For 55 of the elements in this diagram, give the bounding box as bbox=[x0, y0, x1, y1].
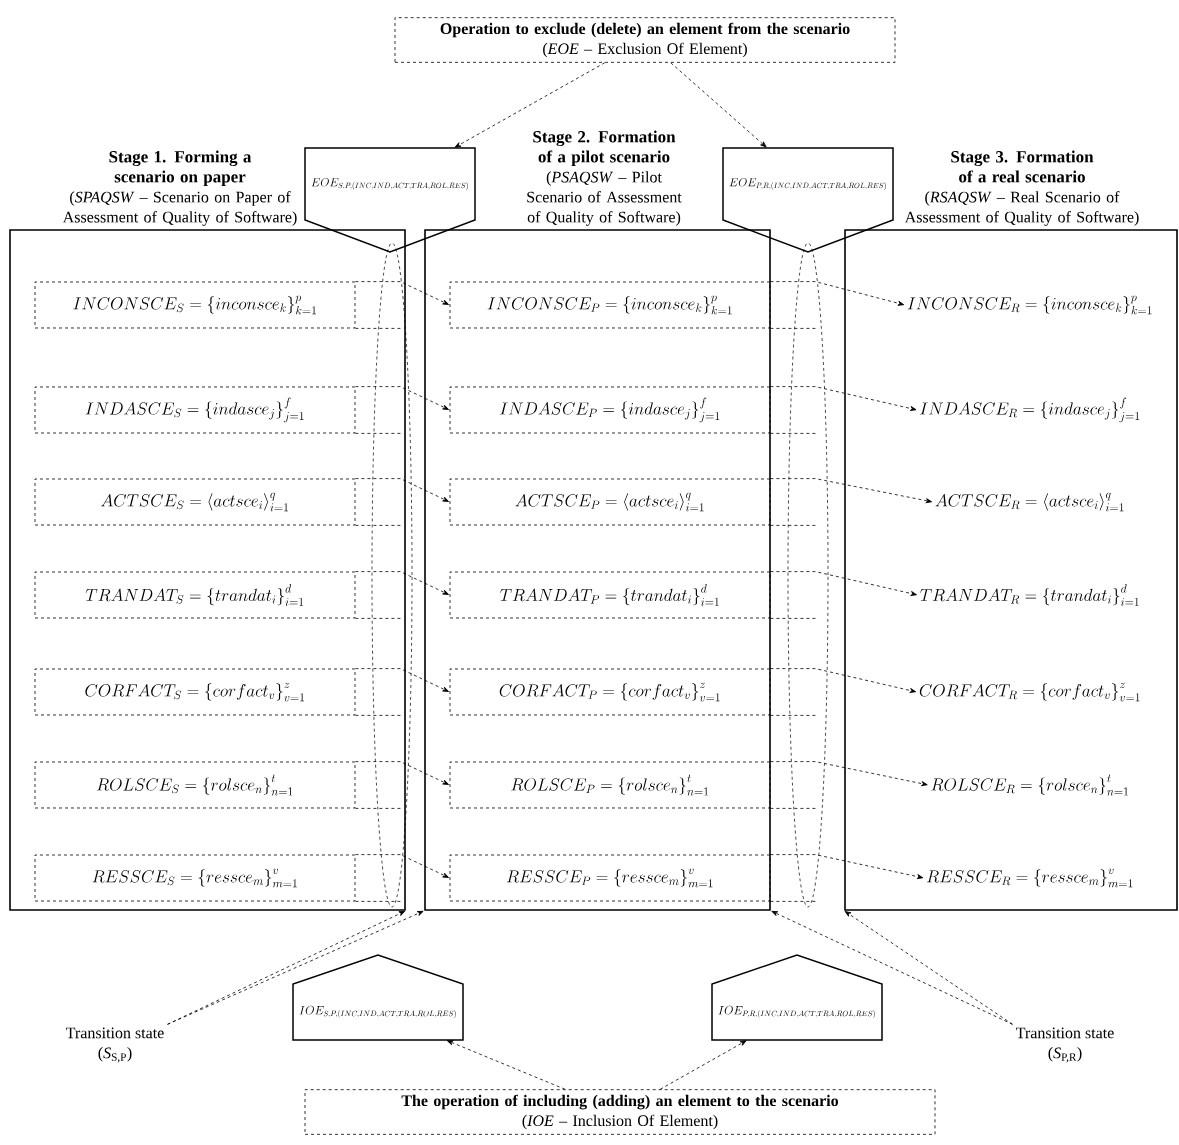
element-box: $CORFACT_P = \left\{ corfact_v \right\}_{v=1}^{z}$ bbox=[449, 668, 816, 716]
element-box: $TRANDAT_S = \left\{ trandat_i \right\}_{i=1}^{d}$ bbox=[34, 571, 401, 619]
arrow bbox=[355, 478, 449, 502]
node-label: (RSAQSW – Real Scenario of Assessment of Quality of Software) bbox=[904, 191, 1139, 226]
element-box: $ROLSCE_S = \left\{ rolsce_n \right\}_{n=1}^{t}$ bbox=[34, 761, 401, 809]
arrow bbox=[355, 281, 449, 305]
arrow bbox=[670, 62, 767, 148]
arrow bbox=[770, 668, 917, 693]
element-box: $ROLSCE_P = \left\{ rolsce_n \right\}_{n=1}^{t}$ bbox=[449, 761, 816, 809]
arrow bbox=[770, 281, 905, 306]
arrow bbox=[770, 854, 924, 880]
node-label: Stage 1. Forming a scenario on paper bbox=[109, 150, 252, 186]
arrow bbox=[355, 761, 449, 785]
formula: $CORFACT_R = \left\{ corfact_v \right\}_{v=1}^{z}$ bbox=[919, 682, 1140, 702]
arrow bbox=[770, 386, 917, 411]
formula: $INDASCE_R = \left\{ indasce_j \right\}_{j=1}^{f}$ bbox=[920, 397, 1140, 423]
element-box: $CORFACT_S = \left\{ corfact_v \right\}_{v=1}^{z}$ bbox=[34, 668, 401, 716]
formula: $TRANDAT_R = \left\{ trandat_i \right\}_{i=1}^{d}$ bbox=[920, 584, 1139, 606]
arrow bbox=[771, 910, 1013, 1025]
pentagon-box: $IOE_{P,R,(INC,IND,ACT,TRA,ROL,RES)}$ bbox=[711, 954, 883, 1041]
node-label: (SPAQSW – Scenario on Paper of Assessment of Quality of Software) bbox=[62, 191, 297, 226]
formula: $ACTSCE_R = \left\langle actsce_i \right\rangle_{i=1}^{q}$ bbox=[935, 492, 1124, 512]
node-label: Stage 2. Formation of a pilot scenario bbox=[533, 130, 676, 166]
pentagon-box: $EOE_{S,P,(INC,IND,ACT,TRA,ROL,RES)}$ bbox=[304, 147, 476, 253]
arrow bbox=[355, 386, 449, 410]
pentagon-box: $IOE_{S,P,(INC,IND,ACT,TRA,ROL,RES)}$ bbox=[292, 954, 464, 1041]
operation-box: The operation of including (adding) an element to the scenario (IOE – Inclusion Of Element) bbox=[304, 1089, 936, 1135]
element-box: $INCONSCE_S = \left\{ inconsce_k \right\}_{k=1}^{p}$ bbox=[34, 281, 401, 329]
arrow bbox=[844, 911, 1013, 1025]
element-box: $RESSCE_P = \left\{ ressce_m \right\}_{m=1}^{v}$ bbox=[449, 854, 816, 902]
state-label: Transition state (S$_{P,R}$) bbox=[1016, 1027, 1114, 1063]
arrow bbox=[770, 761, 928, 787]
element-box: $INCONSCE_P = \left\{ inconsce_k \right\}_{k=1}^{p}$ bbox=[449, 281, 816, 329]
element-box: $INDASCE_P = \left\{ indasce_j \right\}_{j=1}^{f}$ bbox=[449, 386, 816, 434]
arrow bbox=[770, 478, 933, 504]
arrow bbox=[659, 1040, 747, 1090]
element-box: $RESSCE_S = \left\{ ressce_m \right\}_{m=1}^{v}$ bbox=[34, 854, 401, 902]
formula: $ROLSCE_R = \left\{ rolsce_n \right\}_{n=1}^{t}$ bbox=[931, 774, 1128, 796]
element-box: $TRANDAT_P = \left\{ trandat_i \right\}_{i=1}^{d}$ bbox=[449, 571, 816, 619]
formula: $INCONSCE_R = \left\{ inconsce_k \right\}_{k=1}^{p}$ bbox=[907, 295, 1152, 315]
element-box: $ACTSCE_S = \left\langle actsce_i \right\rangle_{i=1}^{q}$ bbox=[34, 478, 401, 526]
node-label: (PSAQSW – Pilot Scenario of Assessment of Quality of Software) bbox=[527, 171, 682, 226]
element-box: $ACTSCE_P = \left\langle actsce_i \right\rangle_{i=1}^{q}$ bbox=[449, 478, 816, 526]
formula: $RESSCE_R = \left\{ ressce_m \right\}_{m=1}^{v}$ bbox=[927, 868, 1133, 888]
operation-box: Operation to exclude (delete) an element from the scenario (EOE – Exclusion Of Element) bbox=[394, 17, 896, 63]
arrow bbox=[355, 571, 449, 595]
node-label: Stage 3. Formation of a real scenario bbox=[951, 150, 1094, 183]
arrow bbox=[355, 668, 449, 692]
arrow bbox=[355, 854, 449, 878]
arrow bbox=[446, 1040, 566, 1090]
state-label: Transition state (S$_{S,P}$) bbox=[66, 1027, 164, 1063]
arrow bbox=[454, 62, 606, 148]
pentagon-box: $EOE_{P,R,(INC,IND,ACT,TRA,ROL,RES)}$ bbox=[722, 147, 894, 253]
arrow bbox=[770, 571, 917, 596]
element-box: $INDASCE_S = \left\{ indasce_j \right\}_{j=1}^{f}$ bbox=[34, 386, 401, 434]
